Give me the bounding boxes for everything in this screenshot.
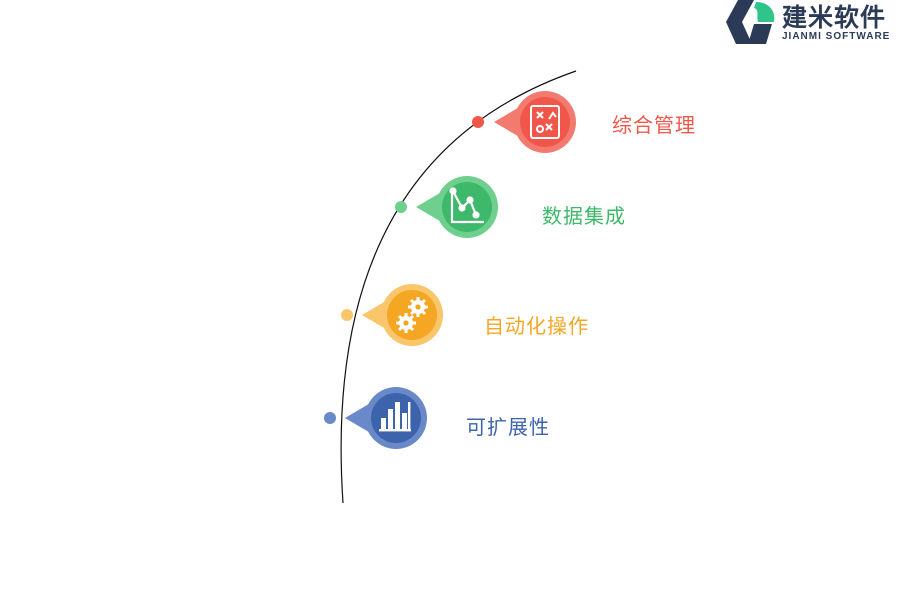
item-management (472, 91, 576, 153)
gears-icon (396, 297, 428, 333)
logo-subtitle: JIANMI SOFTWARE (782, 31, 891, 42)
arc-dot (395, 201, 407, 213)
label-scalability: 可扩展性 (466, 415, 550, 439)
marker-disc (442, 182, 492, 232)
timeline-arc (340, 70, 577, 504)
label-data-integration: 数据集成 (542, 204, 626, 228)
brand-logo: 建米软件 JIANMI SOFTWARE (724, 0, 900, 46)
label-automation: 自动化操作 (484, 314, 589, 338)
arc-dot (324, 412, 336, 424)
jianmi-logo-icon (726, 0, 775, 44)
arc-dot (341, 309, 353, 321)
item-data-integration (395, 176, 498, 238)
arc-dot (472, 116, 484, 128)
label-management: 综合管理 (612, 113, 696, 137)
marker-disc (520, 97, 570, 147)
bar-chart-icon (379, 402, 411, 432)
strategy-board-icon (530, 105, 560, 139)
item-automation (341, 284, 443, 346)
line-chart-icon (449, 187, 484, 224)
logo-title: 建米软件 (782, 3, 887, 32)
item-scalability (324, 387, 427, 449)
